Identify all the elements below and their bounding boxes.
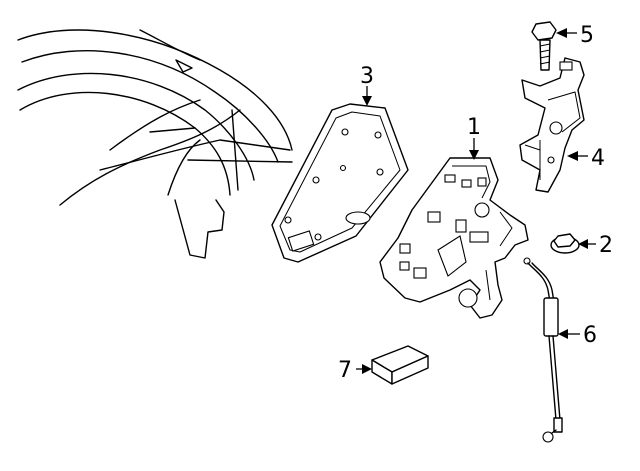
- leader-2: [578, 239, 596, 249]
- part-3-seal: [271, 103, 409, 263]
- callout-4: 4: [591, 146, 605, 171]
- part-2-nut: [550, 233, 580, 254]
- part-1-bracket: [379, 157, 529, 319]
- callout-3: 3: [360, 64, 374, 89]
- body-panel-outline: [17, 29, 293, 259]
- leader-5: [556, 28, 577, 38]
- callout-7: 7: [338, 358, 352, 383]
- callout-5: 5: [580, 23, 594, 48]
- leader-6: [558, 329, 580, 339]
- part-6-cable-strut: [523, 257, 563, 443]
- callout-6: 6: [583, 323, 597, 348]
- leader-3: [362, 86, 372, 106]
- leader-4: [567, 151, 588, 161]
- leader-7: [356, 364, 372, 374]
- part-5-bolt: [531, 21, 557, 71]
- leader-1: [469, 138, 479, 160]
- callout-1: 1: [467, 115, 481, 140]
- part-4-hinge-bracket: [519, 57, 585, 193]
- part-7-pad: [371, 345, 429, 385]
- callout-2: 2: [599, 233, 613, 258]
